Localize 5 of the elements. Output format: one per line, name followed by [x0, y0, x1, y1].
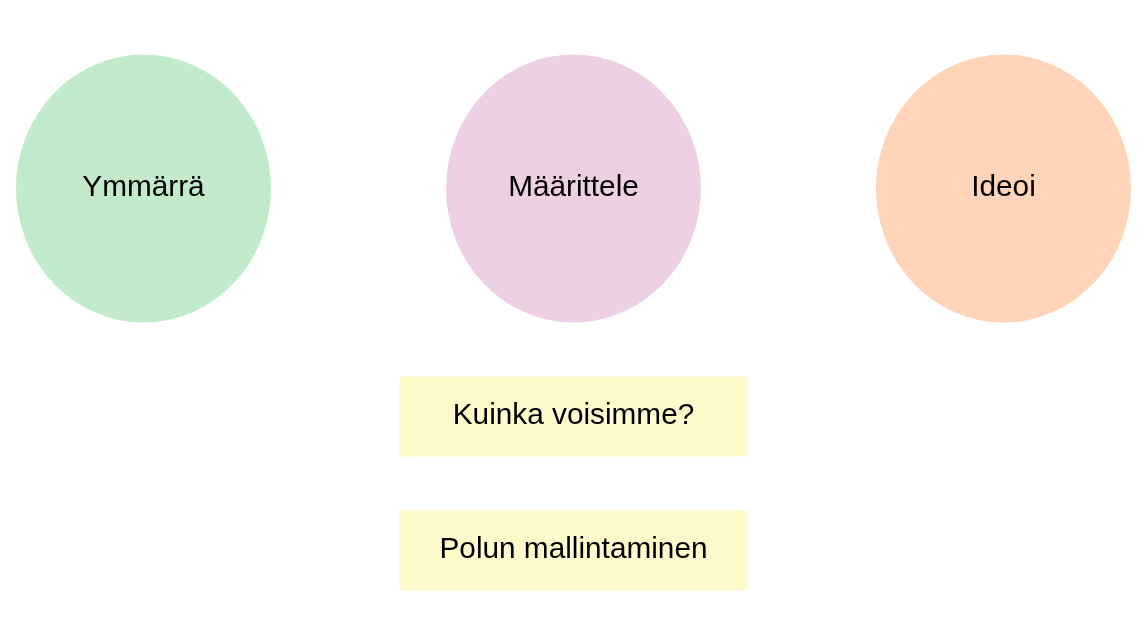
node-circle: Ideoi — [876, 53, 1131, 322]
node-circle: Määrittele — [446, 53, 701, 322]
node-circle: Ymmärrä — [16, 53, 271, 322]
node-box: Kuinka voisimme? — [399, 376, 748, 457]
node-box: Polun mallintaminen — [399, 510, 748, 591]
